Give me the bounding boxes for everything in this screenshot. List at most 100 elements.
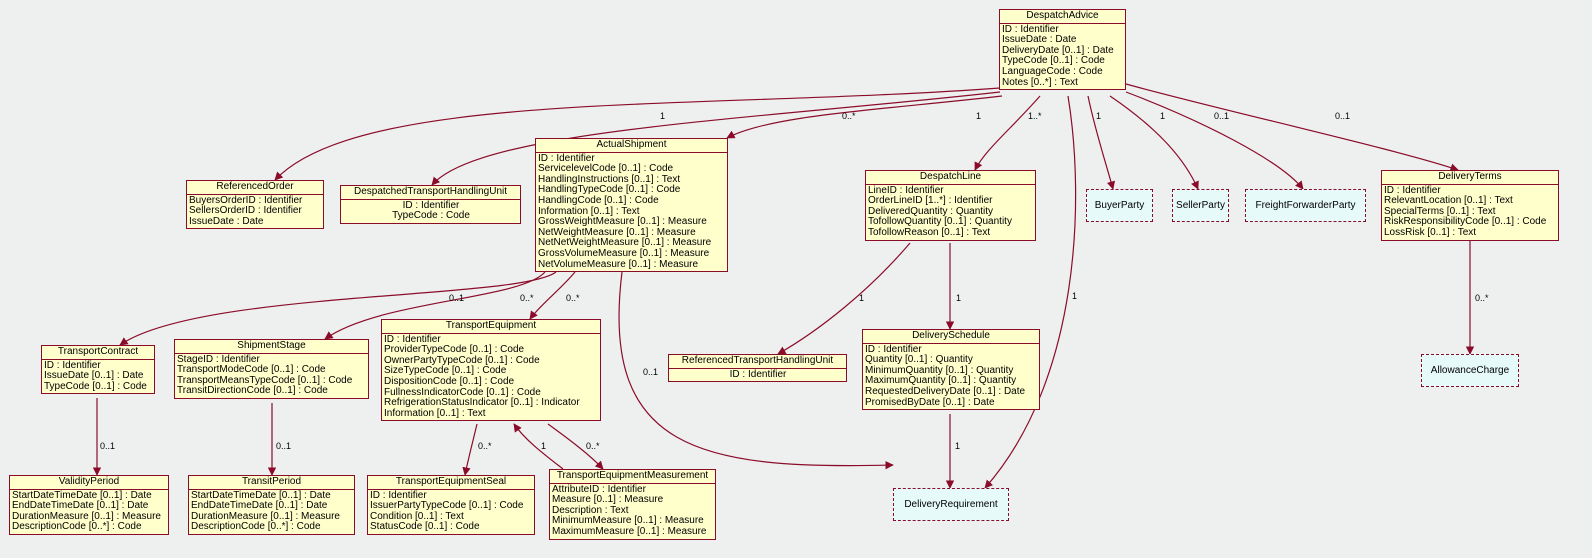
attribute: EndDateTimeDate [0..1] : Date bbox=[191, 500, 328, 512]
attribute: TypeCode [0..1] : Code bbox=[44, 380, 147, 392]
multiplicity-label: 1 bbox=[1072, 291, 1078, 301]
attribute-list: ID : Identifier TypeCode : Code bbox=[341, 200, 520, 223]
attribute: TransitDirectionCode [0..1] : Code bbox=[177, 385, 328, 397]
class-name: ReferencedTransportHandlingUnit bbox=[669, 355, 846, 369]
class-referencedtransporthandlingunit[interactable]: ReferencedTransportHandlingUnit ID : Ide… bbox=[668, 354, 847, 383]
assoc-transportcontract bbox=[119, 271, 557, 346]
assoc-sellerparty bbox=[1109, 95, 1199, 190]
class-name: DespatchLine bbox=[866, 171, 1035, 185]
attribute: OwnerPartyTypeCode [0..1] : Code bbox=[384, 354, 540, 366]
attribute: DeliveryDate [0..1] : Date bbox=[1002, 44, 1114, 56]
attribute: TransportModeCode [0..1] : Code bbox=[177, 364, 326, 376]
class-name: ShipmentStage bbox=[175, 340, 368, 354]
assoc-transportequipmentmeasurement bbox=[547, 423, 604, 470]
attribute: MinimumMeasure [0..1] : Measure bbox=[552, 515, 704, 527]
class-name: TransportEquipmentSeal bbox=[368, 476, 534, 490]
attribute: FullnessIndicatorCode [0..1] : Code bbox=[384, 386, 541, 398]
attribute: ID : Identifier bbox=[538, 152, 595, 164]
attribute: MinimumQuantity [0..1] : Quantity bbox=[865, 364, 1014, 376]
attribute-list: ID : Identifier Quantity [0..1] : Quanti… bbox=[863, 344, 1039, 410]
class-name: DeliverySchedule bbox=[863, 330, 1039, 344]
multiplicity-label: 0..1 bbox=[276, 441, 292, 451]
class-transportcontract[interactable]: TransportContract ID : Identifier IssueD… bbox=[41, 345, 155, 395]
attribute: DescriptionCode [0..*] : Code bbox=[12, 521, 142, 533]
external-class-freightforwarderparty[interactable]: FreightForwarderParty bbox=[1245, 189, 1366, 222]
attribute: IssueDate : Date bbox=[189, 215, 264, 227]
attribute: BuyersOrderID : Identifier bbox=[189, 194, 303, 206]
attribute: HandlingTypeCode [0..1] : Code bbox=[538, 184, 681, 196]
class-transitperiod[interactable]: TransitPeriod StartDateTimeDate [0..1] :… bbox=[188, 475, 355, 535]
class-deliveryterms[interactable]: DeliveryTerms ID : Identifier RelevantLo… bbox=[1381, 170, 1559, 241]
class-deliveryschedule[interactable]: DeliverySchedule ID : Identifier Quantit… bbox=[862, 329, 1040, 411]
attribute: LanguageCode : Code bbox=[1002, 65, 1103, 77]
assoc-despatchedtransporthandlingunit bbox=[431, 91, 1001, 186]
attribute: TransportMeansTypeCode [0..1] : Code bbox=[177, 374, 353, 386]
attribute: TypeCode [0..1] : Code bbox=[1002, 55, 1105, 67]
multiplicity-label: 0..* bbox=[566, 293, 580, 303]
attribute: DurationMeasure [0..1] : Measure bbox=[191, 510, 340, 522]
attribute-list: AttributeID : Identifier Measure [0..1] … bbox=[550, 484, 715, 539]
assoc-shipmentstage bbox=[324, 271, 546, 340]
external-class-buyerparty[interactable]: BuyerParty bbox=[1086, 189, 1153, 222]
external-class-allowancecharge[interactable]: AllowanceCharge bbox=[1421, 354, 1519, 387]
class-shipmentstage[interactable]: ShipmentStage StageID : Identifier Trans… bbox=[174, 339, 369, 399]
class-transportequipment[interactable]: TransportEquipment ID : Identifier Provi… bbox=[381, 319, 601, 422]
multiplicity-label: 0..* bbox=[1475, 293, 1489, 303]
class-validityperiod[interactable]: ValidityPeriod StartDateTimeDate [0..1] … bbox=[9, 475, 169, 535]
attribute: DurationMeasure [0..1] : Measure bbox=[12, 510, 161, 522]
assoc-despatchline bbox=[974, 95, 1041, 171]
attribute: DispositionCode [0..1] : Code bbox=[384, 375, 515, 387]
attribute: LineID : Identifier bbox=[868, 184, 944, 196]
class-despatchadvice[interactable]: DespatchAdvice ID : Identifier IssueDate… bbox=[999, 9, 1126, 91]
class-name: TransportEquipment bbox=[382, 320, 600, 334]
attribute: GrossWeightMeasure [0..1] : Measure bbox=[538, 216, 707, 228]
assoc-transportequipment-back bbox=[513, 423, 564, 470]
attribute: TofollowQuantity [0..1] : Quantity bbox=[868, 216, 1012, 228]
attribute: Notes [0..*] : Text bbox=[1002, 76, 1078, 88]
attribute: LossRisk [0..1] : Text bbox=[1384, 226, 1477, 238]
attribute: TofollowReason [0..1] : Text bbox=[868, 226, 991, 238]
class-actualshipment[interactable]: ActualShipment ID : Identifier Servicele… bbox=[535, 138, 728, 273]
multiplicity-label: 1 bbox=[1160, 111, 1166, 121]
attribute: Information [0..1] : Text bbox=[384, 407, 486, 419]
attribute: StageID : Identifier bbox=[177, 353, 260, 365]
attribute: ID : Identifier bbox=[370, 489, 427, 501]
attribute-list: LineID : Identifier OrderLineID [1..*] :… bbox=[866, 185, 1035, 240]
multiplicity-label: 1 bbox=[956, 293, 962, 303]
attribute: DeliveredQuantity : Quantity bbox=[868, 205, 994, 217]
multiplicity-label: 0..1 bbox=[643, 367, 659, 377]
class-name: ReferencedOrder bbox=[187, 181, 323, 195]
class-referencedorder[interactable]: ReferencedOrder BuyersOrderID : Identifi… bbox=[186, 180, 324, 230]
attribute: ID : Identifier bbox=[729, 368, 787, 380]
external-class-deliveryrequirement[interactable]: DeliveryRequirement bbox=[893, 488, 1009, 521]
class-transportequipmentmeasurement[interactable]: TransportEquipmentMeasurement AttributeI… bbox=[549, 469, 716, 540]
attribute-list: ID : Identifier IssueDate [0..1] : Date … bbox=[42, 360, 154, 394]
multiplicity-label: 0..* bbox=[478, 441, 492, 451]
class-name: ActualShipment bbox=[536, 139, 727, 153]
multiplicity-label: 0..* bbox=[520, 293, 534, 303]
class-transportequipmentseal[interactable]: TransportEquipmentSeal ID : Identifier I… bbox=[367, 475, 535, 535]
multiplicity-label: 0..1 bbox=[100, 441, 116, 451]
class-despatchline[interactable]: DespatchLine LineID : Identifier OrderLi… bbox=[865, 170, 1036, 241]
attribute: IssuerPartyTypeCode [0..1] : Code bbox=[370, 500, 524, 512]
external-class-sellerparty[interactable]: SellerParty bbox=[1172, 189, 1229, 222]
attribute: HandlingInstructions [0..1] : Text bbox=[538, 173, 681, 185]
attribute: ServicelevelCode [0..1] : Code bbox=[538, 163, 674, 175]
attribute-list: StartDateTimeDate [0..1] : Date EndDateT… bbox=[10, 490, 168, 534]
multiplicity-label: 0..* bbox=[842, 111, 856, 121]
attribute: Information [0..1] : Text bbox=[538, 205, 640, 217]
attribute: RefrigerationStatusIndicator [0..1] : In… bbox=[384, 397, 580, 409]
multiplicity-label: 0..* bbox=[586, 441, 600, 451]
attribute: ID : Identifier bbox=[44, 359, 101, 371]
attribute: ID : Identifier bbox=[384, 333, 441, 345]
assoc-deliveryterms bbox=[1125, 83, 1459, 172]
class-despatchedtransporthandlingunit[interactable]: DespatchedTransportHandlingUnit ID : Ide… bbox=[340, 185, 521, 224]
assoc-deliveryrequirement-da bbox=[984, 95, 1077, 489]
attribute: ID : Identifier bbox=[1384, 184, 1441, 196]
multiplicity-label: 1..* bbox=[1028, 111, 1042, 121]
attribute: GrossVolumeMeasure [0..1] : Measure bbox=[538, 247, 710, 259]
attribute: NetWeightMeasure [0..1] : Measure bbox=[538, 226, 696, 238]
attribute-list: StartDateTimeDate [0..1] : Date EndDateT… bbox=[189, 490, 354, 534]
assoc-transportequipmentseal bbox=[462, 423, 478, 476]
